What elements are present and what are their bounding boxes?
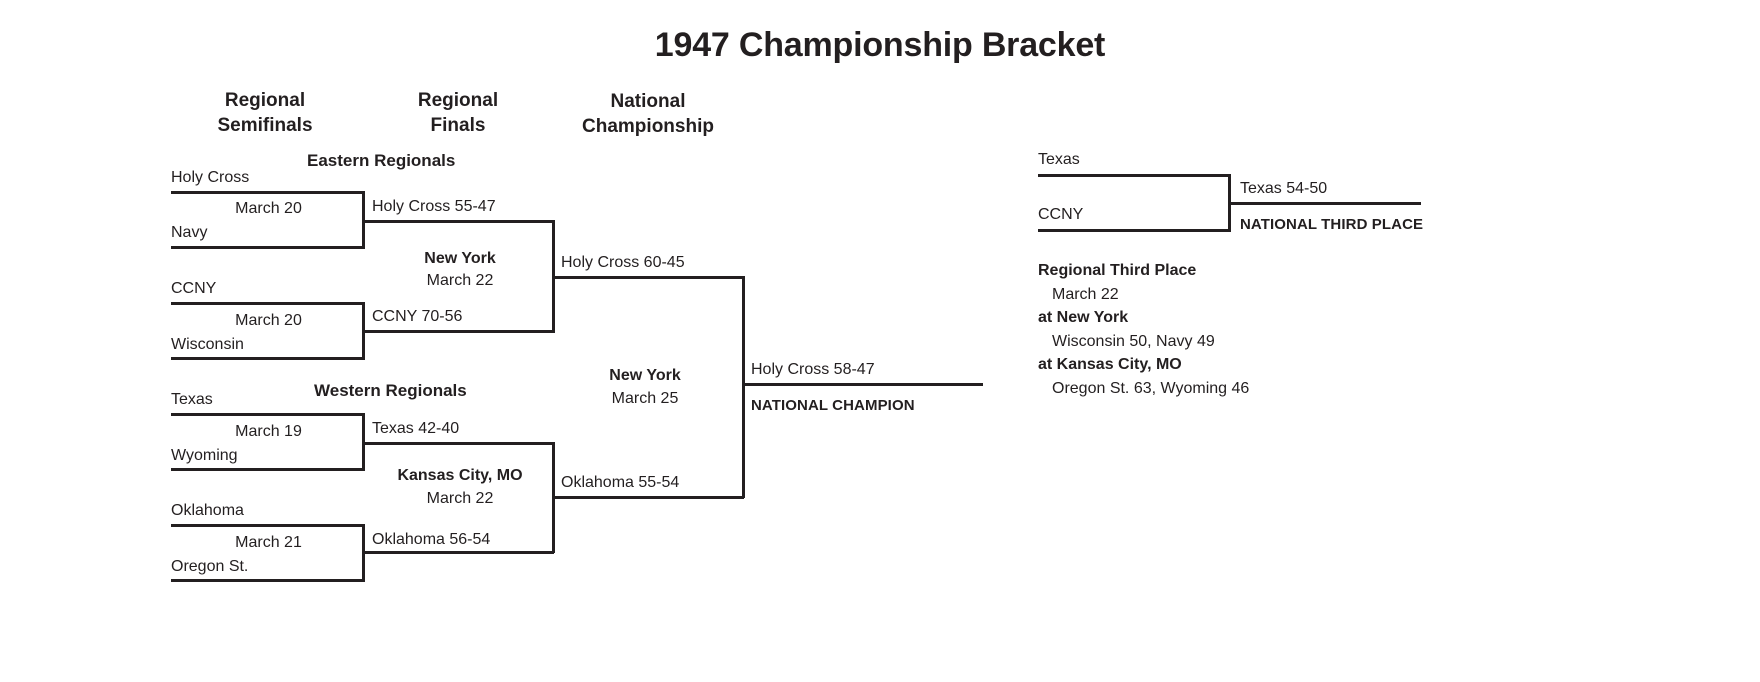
regional-final-2-bottom-rail xyxy=(365,551,554,554)
semifinal-1-connector xyxy=(362,191,365,249)
column-header-regional-finals: Regional Finals xyxy=(417,90,499,136)
page-title: 1947 Championship Bracket xyxy=(654,26,1106,64)
final-date: March 25 xyxy=(611,390,679,407)
regional-third-place-block: Regional Third Place March 22 at New Yor… xyxy=(1038,259,1249,400)
semifinal-1-result: Holy Cross 55-47 xyxy=(372,198,496,215)
regional-third-place-date: March 22 xyxy=(1052,285,1119,303)
semifinal-4-top-team: Oklahoma xyxy=(171,502,244,519)
regional-final-2-top-rail xyxy=(365,442,554,445)
regional-final-2-result: Oklahoma 55-54 xyxy=(561,474,680,491)
semifinal-2-bottom-rail xyxy=(171,357,365,360)
champion-rail xyxy=(745,383,983,386)
final-site: New York xyxy=(609,367,681,384)
third-place-result: Texas 54-50 xyxy=(1240,180,1328,197)
semifinal-2-connector xyxy=(362,302,365,360)
third-place-top-team: Texas xyxy=(1038,151,1080,168)
third-place-connector xyxy=(1228,174,1231,232)
regional-third-place-result-1: Wisconsin 50, Navy 49 xyxy=(1052,332,1215,350)
semifinal-2-bottom-team: Wisconsin xyxy=(171,336,244,353)
region-label-western: Western Regionals xyxy=(314,381,467,400)
semifinal-2-date: March 20 xyxy=(235,312,302,329)
final-connector xyxy=(742,276,745,498)
third-place-bottom-team: CCNY xyxy=(1038,206,1084,223)
regional-final-2-site: Kansas City, MO xyxy=(397,467,523,484)
semifinal-4-bottom-team: Oregon St. xyxy=(171,558,249,575)
semifinal-1-top-team: Holy Cross xyxy=(171,169,250,186)
regional-final-1-top-rail xyxy=(365,220,554,223)
final-bottom-rail xyxy=(555,496,744,499)
semifinal-4-bottom-rail xyxy=(171,579,365,582)
semifinal-2-result: CCNY 70-56 xyxy=(372,308,463,325)
third-place-result-rail xyxy=(1231,202,1421,205)
semifinal-1-bottom-team: Navy xyxy=(171,224,208,241)
semifinal-3-result: Texas 42-40 xyxy=(372,420,460,437)
semifinal-3-top-rail xyxy=(171,413,365,416)
third-place-top-rail xyxy=(1038,174,1230,177)
region-label-eastern: Eastern Regionals xyxy=(307,151,456,170)
regional-final-1-date: March 22 xyxy=(426,272,494,289)
final-top-rail xyxy=(555,276,744,279)
semifinal-3-date: March 19 xyxy=(235,423,302,440)
semifinal-4-result: Oklahoma 56-54 xyxy=(372,531,491,548)
final-result: Holy Cross 58-47 xyxy=(751,361,875,378)
semifinal-2-top-team: CCNY xyxy=(171,280,217,297)
semifinal-1-bottom-rail xyxy=(171,246,365,249)
regional-final-2-connector xyxy=(552,442,555,553)
regional-third-place-result-2: Oregon St. 63, Wyoming 46 xyxy=(1052,379,1250,397)
regional-third-place-site-1: at New York xyxy=(1038,309,1129,326)
semifinal-3-bottom-rail xyxy=(171,468,365,471)
semifinal-3-connector xyxy=(362,413,365,471)
column-header-national-championship: National Championship xyxy=(582,91,714,137)
regional-final-1-bottom-rail xyxy=(365,330,554,333)
semifinal-3-bottom-team: Wyoming xyxy=(171,447,238,464)
regional-final-1-site: New York xyxy=(424,250,496,267)
regional-final-2-date: March 22 xyxy=(426,490,494,507)
regional-third-place-site-2: at Kansas City, MO xyxy=(1038,356,1182,373)
national-third-place-label: NATIONAL THIRD PLACE xyxy=(1240,216,1424,233)
semifinal-3-top-team: Texas xyxy=(171,391,213,408)
regional-third-place-heading: Regional Third Place xyxy=(1038,262,1197,279)
national-champion-label: NATIONAL CHAMPION xyxy=(751,397,915,414)
semifinal-4-connector xyxy=(362,524,365,582)
semifinal-1-top-rail xyxy=(171,191,365,194)
semifinal-4-date: March 21 xyxy=(235,534,302,551)
third-place-bottom-rail xyxy=(1038,229,1230,232)
semifinal-1-date: March 20 xyxy=(235,200,302,217)
semifinal-4-top-rail xyxy=(171,524,365,527)
regional-final-1-result: Holy Cross 60-45 xyxy=(561,254,685,271)
semifinal-2-top-rail xyxy=(171,302,365,305)
column-header-regional-semifinals: Regional Semifinals xyxy=(217,90,313,136)
regional-final-1-connector xyxy=(552,220,555,333)
